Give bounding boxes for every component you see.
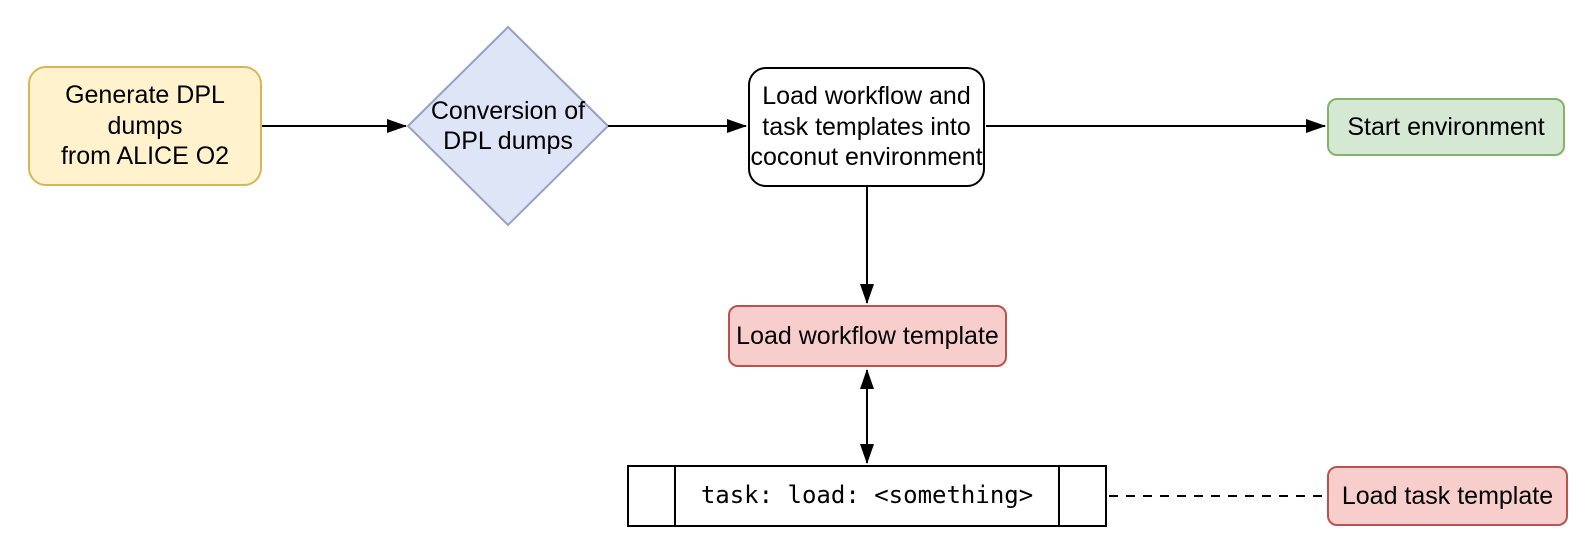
task-snippet-code: task: load: <something> <box>676 467 1058 525</box>
node-start-environment: Start environment <box>1327 98 1565 156</box>
node-load-workflow-template: Load workflow template <box>728 305 1007 367</box>
node-load-workflow-and-task-templates: Load workflow and task templates into co… <box>748 67 985 187</box>
task-snippet-left-compartment <box>629 467 676 525</box>
task-snippet-code-label: task: load: <something> <box>700 481 1034 510</box>
conversion-diamond-shape <box>406 25 610 227</box>
node-load-workflow-template-label: Load workflow template <box>736 321 999 350</box>
node-conversion-of-dpl-dumps: Conversion of DPL dumps <box>418 76 598 176</box>
node-conversion-label: Conversion of DPL dumps <box>430 96 586 156</box>
node-load-templates-label: Load workflow and task templates into co… <box>750 82 983 172</box>
node-task-snippet: task: load: <something> <box>627 465 1107 527</box>
node-load-task-template-label: Load task template <box>1341 481 1554 510</box>
node-load-task-template: Load task template <box>1327 466 1568 526</box>
node-generate-dpl-dumps: Generate DPL dumps from ALICE O2 <box>28 66 262 186</box>
node-generate-dpl-dumps-label: Generate DPL dumps from ALICE O2 <box>60 81 230 171</box>
node-start-environment-label: Start environment <box>1347 112 1545 141</box>
task-snippet-right-compartment <box>1058 467 1105 525</box>
